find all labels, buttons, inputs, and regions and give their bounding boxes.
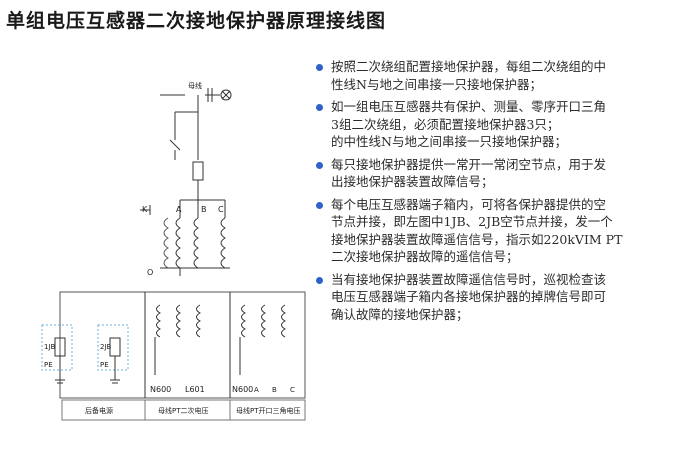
bullet-line: 接地保护器装置故障遥信信号，指示如220kVIM PT	[331, 231, 623, 247]
bullet-line: 3组二次绕组，必须配置接地保护器3只；	[331, 116, 560, 132]
bullet-dot-icon	[316, 64, 323, 71]
jb1-label: 1JB	[44, 343, 56, 351]
bullet-line: 当有接地保护器装置故障遥信信号时，巡视检查该	[331, 271, 607, 287]
k-label: K	[142, 205, 148, 214]
bullet-item: 按照二次绕组配置接地保护器，每组二次绕组的中 性线N与地之间串接一只接地保护器；	[314, 58, 684, 93]
pe2-label: PE	[100, 361, 109, 369]
bullet-line: 性线N与地之间串接一只接地保护器；	[331, 76, 542, 92]
n600b-label: N600	[232, 385, 253, 394]
bullet-line: 每只接地保护器提供一常开一常闭空节点，用于发	[331, 156, 607, 172]
a-out-label: A	[254, 386, 259, 394]
footer-cell-1: 后备电源	[85, 406, 113, 415]
bullet-line: 电压互感器端子箱内各接地保护器的掉牌信号即可	[331, 289, 607, 304]
phase-a-label: A	[176, 205, 182, 214]
c-out-label: C	[290, 386, 295, 394]
footer-cell-3: 母线PT开口三角电压	[236, 406, 301, 415]
wiring-diagram: 母线 K A B C O 1JB 2JB PE PE N600 L601 N60…	[41, 81, 306, 421]
phase-b-label: B	[201, 205, 207, 214]
b-out-label: B	[272, 386, 277, 394]
bullet-dot-icon	[316, 276, 323, 284]
jb2-label: 2JB	[100, 343, 112, 351]
phase-c-label: C	[218, 205, 224, 214]
zero-label: O	[147, 268, 153, 277]
bullet-line: 的中性线N与地之间串接一只接地保护器；	[331, 134, 567, 149]
bullet-line: 出接地保护器装置故障信号；	[331, 174, 494, 189]
bullet-line: 如一组电压互感器共有保护、测量、零序开口三角	[331, 99, 607, 114]
bullet-line: 节点并接，即左图中1JB、2JB空节点并接，发一个	[331, 214, 613, 229]
bullet-item: 每只接地保护器提供一常开一常闭空节点，用于发 出接地保护器装置故障信号；	[314, 156, 684, 191]
bullet-dot-icon	[316, 104, 323, 111]
n600-label: N600	[150, 385, 171, 394]
page-title: 单组电压互感器二次接地保护器原理接线图	[6, 10, 387, 32]
bullet-item: 如一组电压互感器共有保护、测量、零序开口三角 3组二次绕组，必须配置接地保护器3…	[314, 98, 684, 151]
pe1-label: PE	[44, 361, 53, 369]
bullet-line: 按照二次绕组配置接地保护器，每组二次绕组的中	[331, 59, 607, 74]
l601-label: L601	[185, 385, 205, 394]
bullet-line: 确认故障的接地保护器；	[331, 306, 469, 322]
footer-cell-2: 母线PT二次电压	[158, 406, 209, 415]
bullet-dot-icon	[316, 201, 323, 209]
bullet-line: 每个电压互感器端子箱内，可将各保护器提供的空	[331, 196, 607, 212]
bullet-item: 每个电压互感器端子箱内，可将各保护器提供的空 节点并接，即左图中1JB、2JB空…	[314, 196, 684, 266]
top-bus-label: 母线	[188, 81, 202, 90]
bullet-dot-icon	[316, 161, 323, 169]
bullet-list: 按照二次绕组配置接地保护器，每组二次绕组的中 性线N与地之间串接一只接地保护器；…	[314, 58, 684, 328]
bullet-line: 二次接地保护器故障的遥信信号；	[331, 249, 519, 264]
bullet-item: 当有接地保护器装置故障遥信信号时，巡视检查该 电压互感器端子箱内各接地保护器的掉…	[314, 271, 684, 324]
